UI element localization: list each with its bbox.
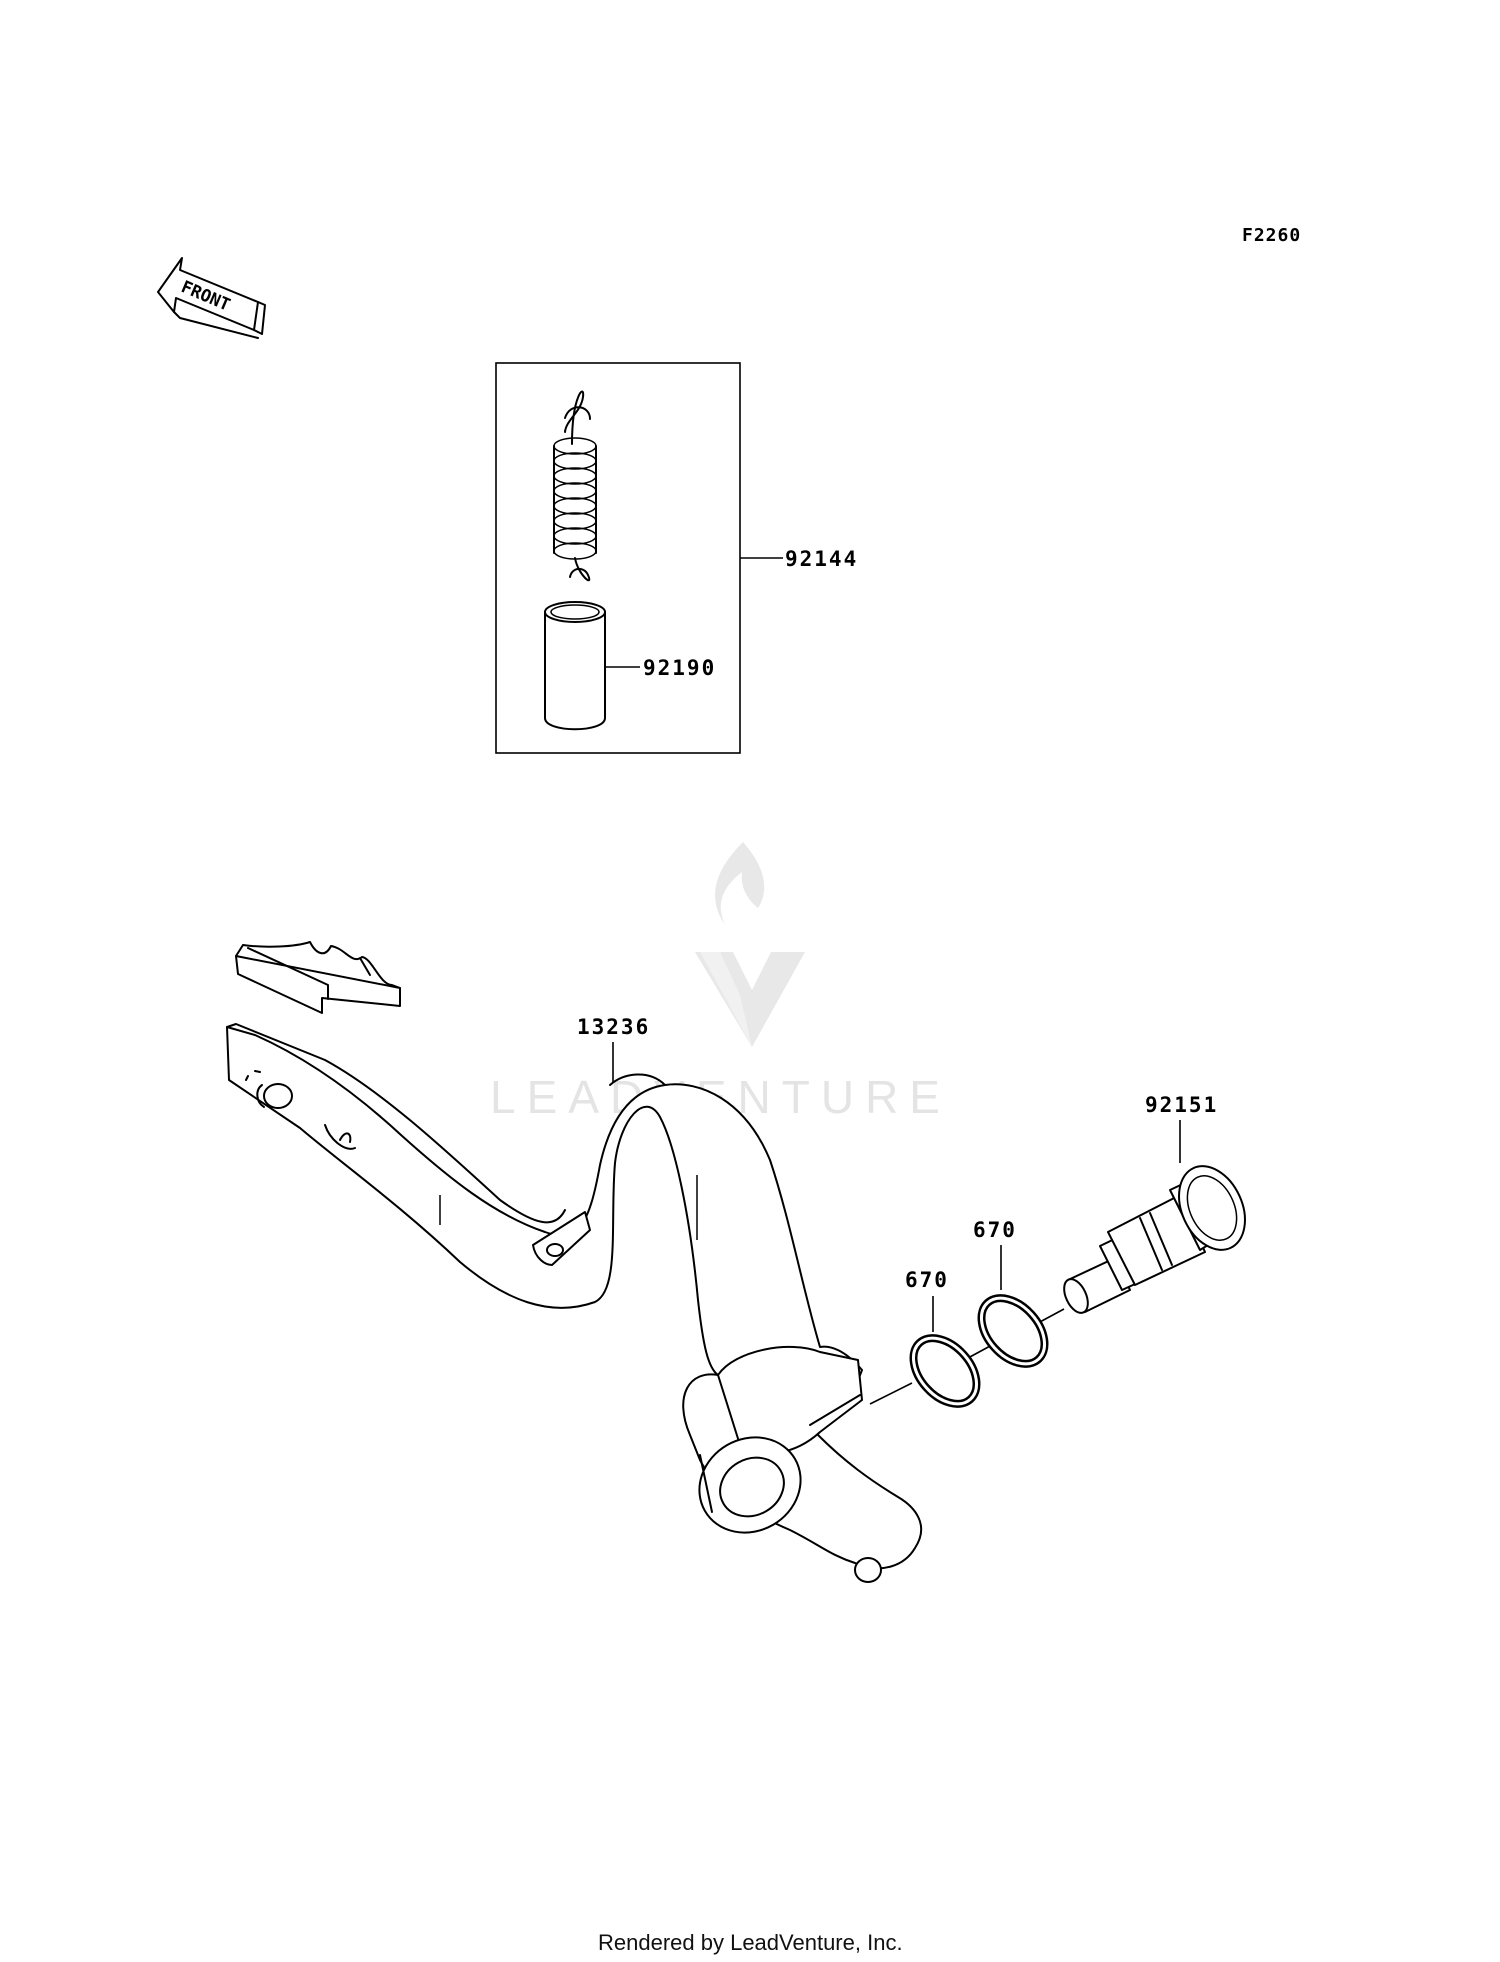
o-ring-a <box>909 1334 981 1408</box>
diagram-code: F2260 <box>1242 225 1301 246</box>
pivot-shaft <box>1063 1165 1246 1314</box>
o-ring-b <box>977 1294 1049 1368</box>
collar <box>544 601 606 731</box>
callout-92144: 92144 <box>785 547 858 571</box>
callout-13236: 13236 <box>577 1015 650 1039</box>
kit-box <box>495 362 741 754</box>
callout-92151: 92151 <box>1145 1093 1218 1117</box>
leadventure-watermark-logo <box>695 842 805 1047</box>
brake-pedal <box>226 941 923 1583</box>
callout-670-a: 670 <box>905 1268 949 1292</box>
return-spring <box>553 390 597 582</box>
footer-credit: Rendered by LeadVenture, Inc. <box>598 1930 903 1955</box>
front-arrow-icon: FRONT <box>157 257 266 339</box>
callout-92190: 92190 <box>643 656 716 680</box>
callout-670-b: 670 <box>973 1218 1017 1242</box>
